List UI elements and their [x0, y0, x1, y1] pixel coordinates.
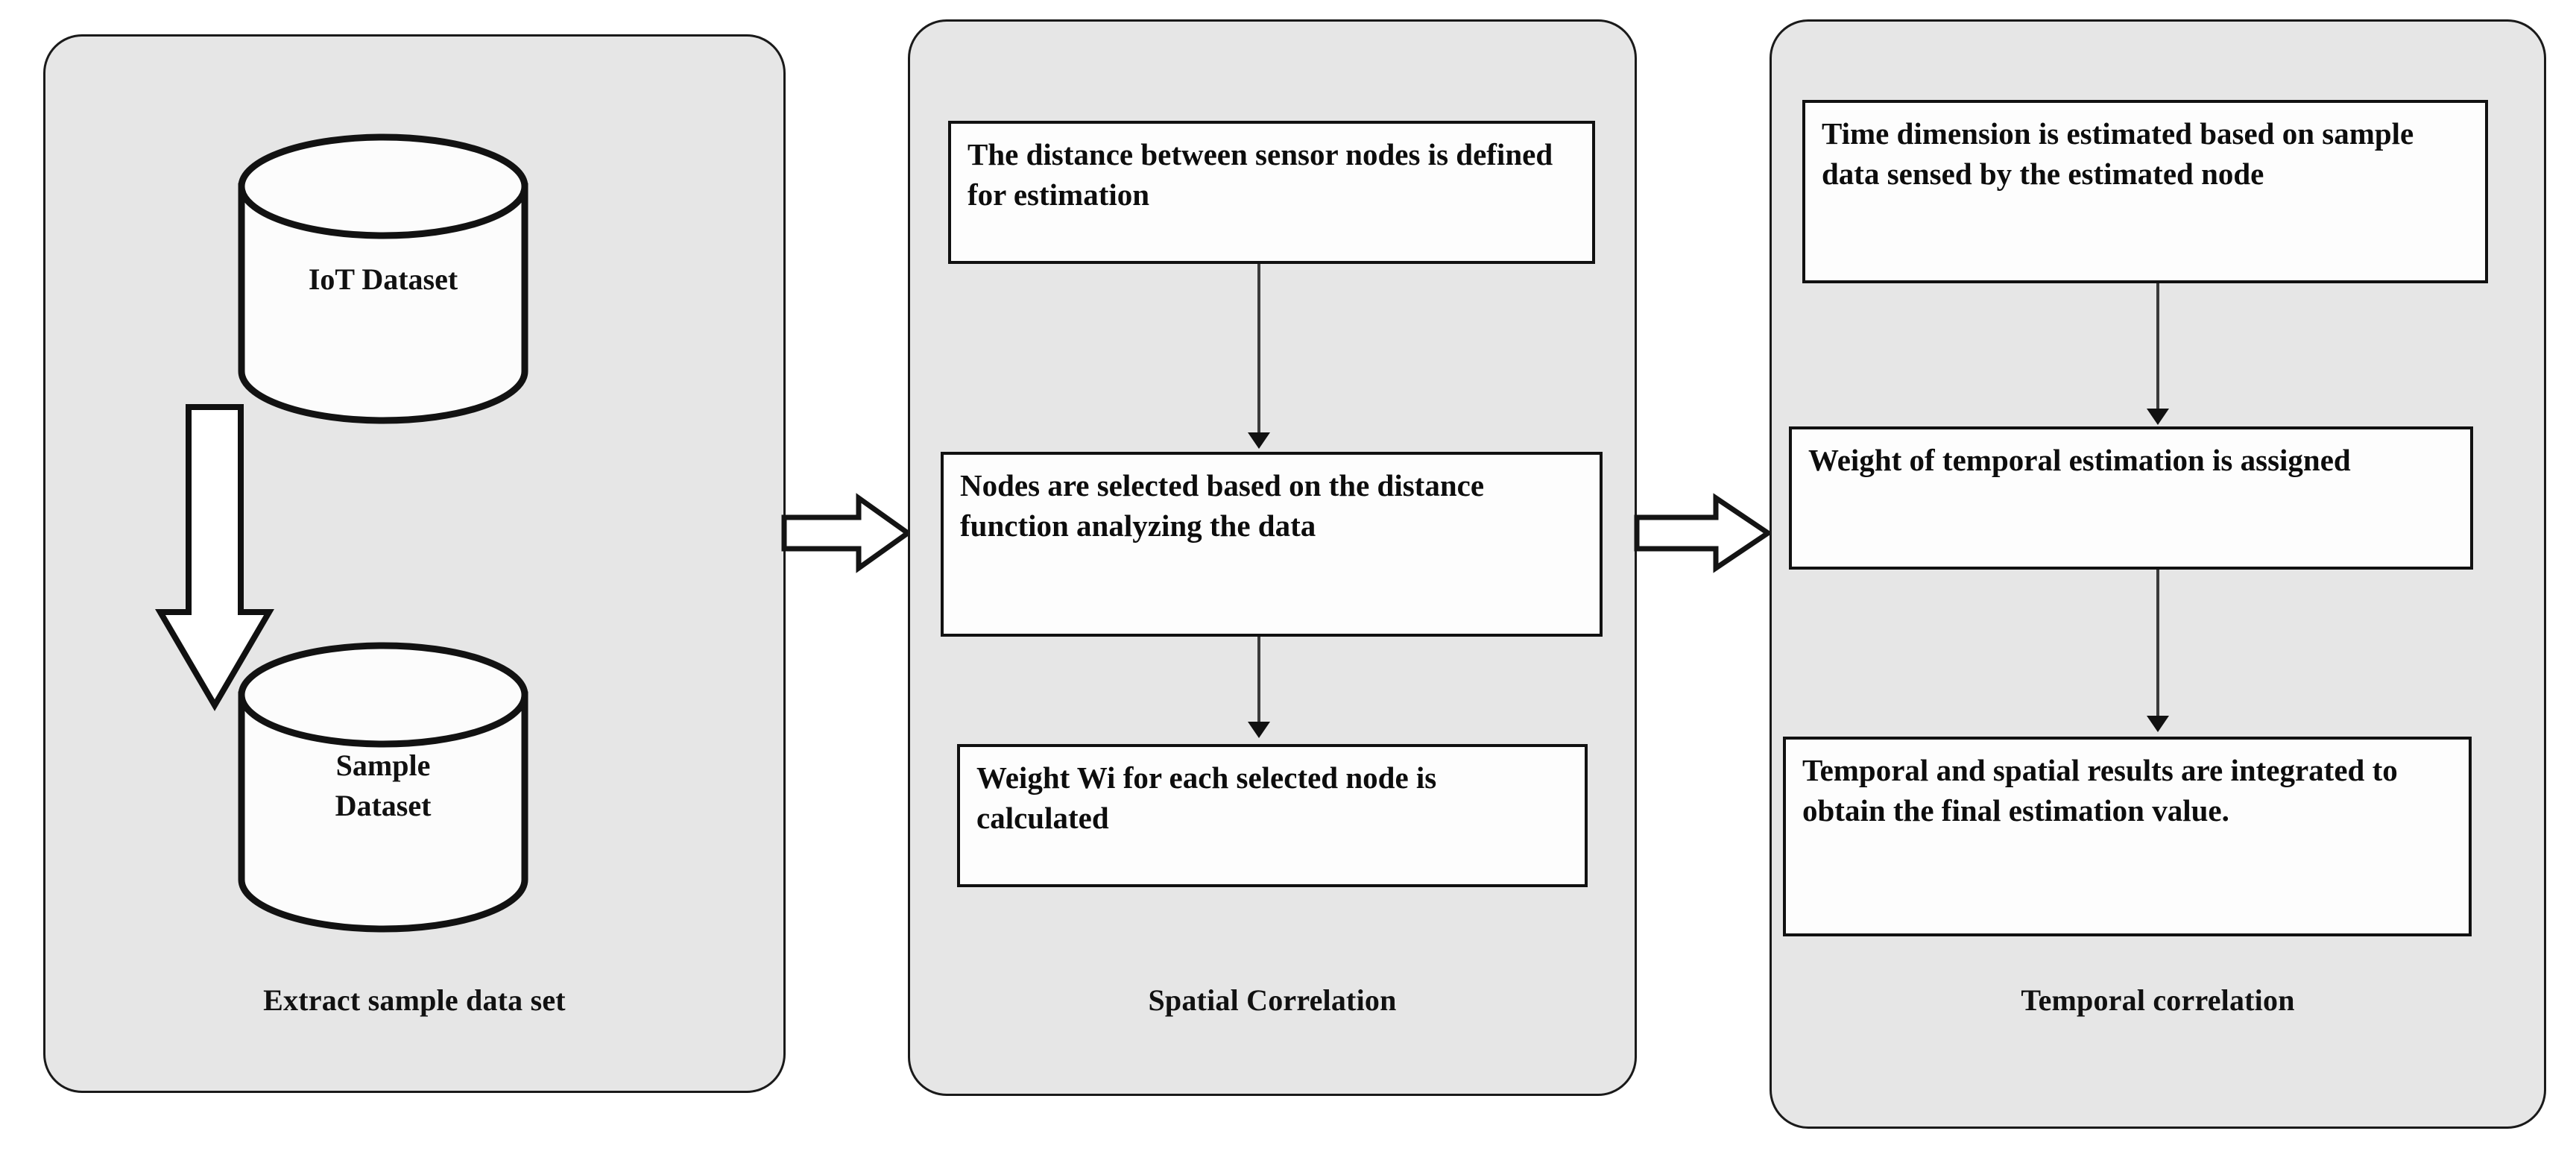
- spatial-step-1-box: The distance between sensor nodes is def…: [948, 121, 1595, 264]
- spatial-step-3-text: Weight Wi for each selected node is calc…: [976, 760, 1437, 836]
- stage-caption-temporal-text: Temporal correlation: [2021, 983, 2295, 1017]
- temporal-link-1: [2156, 283, 2159, 413]
- temporal-step-3-box: Temporal and spatial results are integra…: [1783, 737, 2472, 936]
- stage-connector-arrow-2: [1634, 492, 1772, 574]
- temporal-link-1-arrowhead: [2147, 409, 2169, 425]
- extract-down-arrow: [123, 403, 369, 716]
- spatial-link-1: [1257, 264, 1260, 437]
- spatial-step-2-box: Nodes are selected based on the distance…: [941, 452, 1603, 637]
- spatial-link-2: [1257, 637, 1260, 728]
- stage-connector-arrow-1: [781, 492, 912, 574]
- temporal-step-2-box: Weight of temporal estimation is assigne…: [1789, 426, 2473, 570]
- sample-dataset-cylinder: [237, 641, 529, 933]
- stage-caption-temporal: Temporal correlation: [1770, 983, 2546, 1018]
- stage-caption-extract-text: Extract sample data set: [263, 983, 566, 1017]
- iot-dataset-cylinder: [237, 133, 529, 425]
- spatial-link-1-arrowhead: [1248, 432, 1270, 449]
- temporal-step-1-text: Time dimension is estimated based on sam…: [1822, 116, 2414, 192]
- temporal-step-2-text: Weight of temporal estimation is assigne…: [1808, 443, 2351, 477]
- temporal-link-2-arrowhead: [2147, 716, 2169, 732]
- stage-caption-spatial: Spatial Correlation: [908, 983, 1637, 1018]
- spatial-step-1-text: The distance between sensor nodes is def…: [967, 137, 1553, 212]
- stage-caption-spatial-text: Spatial Correlation: [1148, 983, 1397, 1017]
- spatial-step-2-text: Nodes are selected based on the distance…: [960, 468, 1485, 543]
- temporal-link-2: [2156, 570, 2159, 722]
- spatial-step-3-box: Weight Wi for each selected node is calc…: [957, 744, 1588, 887]
- temporal-step-1-box: Time dimension is estimated based on sam…: [1802, 100, 2488, 283]
- spatial-link-2-arrowhead: [1248, 722, 1270, 738]
- temporal-step-3-text: Temporal and spatial results are integra…: [1802, 753, 2398, 828]
- stage-caption-extract: Extract sample data set: [43, 983, 786, 1018]
